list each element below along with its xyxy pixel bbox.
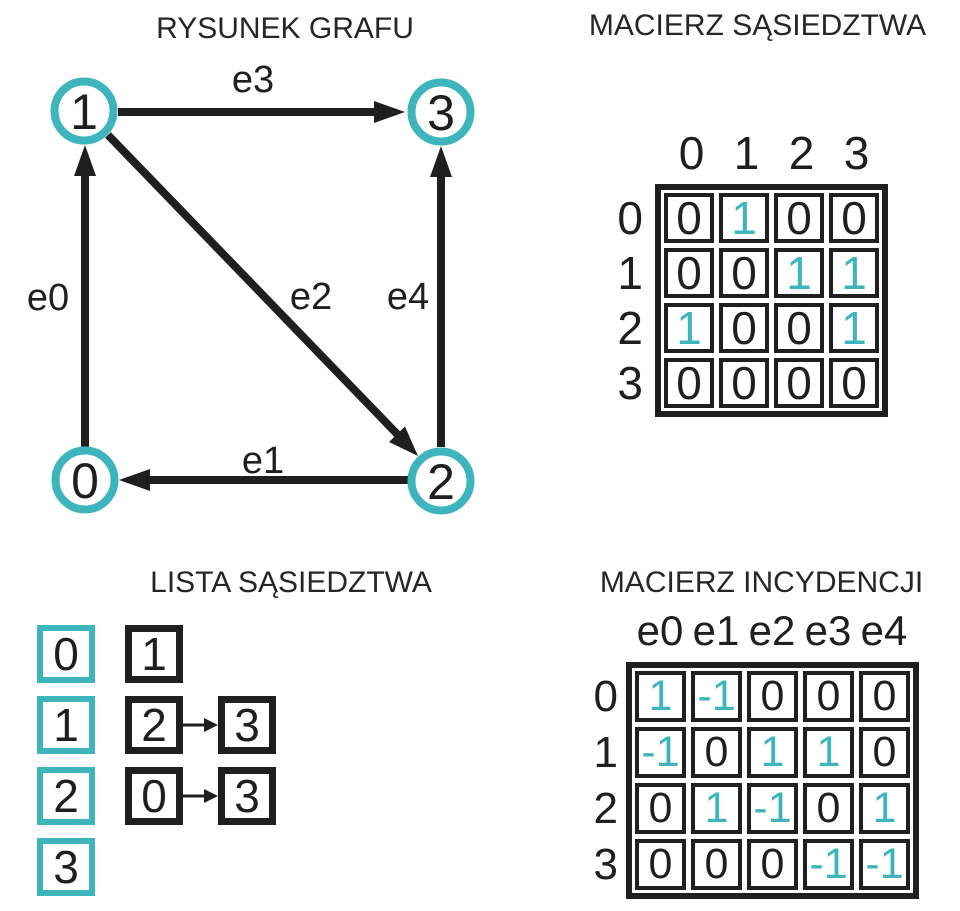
inc-cell-r3c2: 0	[747, 839, 798, 890]
adj-col-header-1: 1	[733, 127, 760, 179]
adjacency-matrix-row-headers: 0 1 2 3	[598, 193, 643, 413]
adj-cell-r2c1: 0	[719, 303, 769, 353]
adj-cell-r1c0: 0	[664, 248, 714, 298]
incidence-matrix-title: MACIERZ INCYDENCJI	[599, 566, 924, 599]
edge-e1-label: e1	[242, 440, 284, 482]
adj-cell-r0c0: 0	[664, 193, 714, 243]
inc-col-header-e4: e4	[860, 607, 908, 654]
graph-node-3-circle	[407, 78, 475, 146]
adj-row-header-3: 3	[617, 357, 643, 409]
inc-row-header-1: 1	[593, 727, 618, 777]
inc-cell-r2c4: 1	[859, 783, 910, 834]
inc-cell-r3c1: 0	[691, 839, 742, 890]
inc-cell-r0c1: -1	[691, 671, 742, 722]
list-node-box-3: 3	[37, 838, 95, 896]
edge-e4-arrowhead-icon	[430, 146, 452, 177]
inc-row-header-3: 3	[593, 839, 618, 889]
inc-cell-r1c1: 0	[691, 727, 742, 778]
adjacency-matrix-title: MACIERZ SĄSIEDZTWA	[588, 9, 927, 42]
adjacency-list-row-2: 2 0 3	[37, 767, 276, 825]
adj-col-header-3: 3	[843, 127, 870, 179]
adjacency-list-row-3: 3	[37, 838, 95, 896]
list-neighbor-box: 3	[218, 767, 276, 825]
adj-cell-r1c3: 1	[829, 248, 879, 298]
inc-col-header-e1: e1	[692, 607, 740, 654]
edge-e1-arrowhead-icon	[119, 469, 150, 491]
edge-e2-line	[105, 132, 402, 439]
adjacency-list-row-1: 1 2 3	[37, 696, 276, 754]
adj-col-header-0: 0	[678, 127, 705, 179]
inc-cell-r2c1: 1	[691, 783, 742, 834]
inc-cell-r3c0: 0	[635, 839, 686, 890]
adj-row-header-1: 1	[617, 247, 643, 299]
adjacency-matrix-grid: 0 1 0 0 0 0 1 1 1 0 0 1 0 0 0 0	[655, 184, 888, 417]
list-node-box-2: 2	[37, 767, 95, 825]
adj-cell-r0c3: 0	[829, 193, 879, 243]
graph-node-3-label: 3	[427, 85, 455, 141]
inc-cell-r2c3: 0	[803, 783, 854, 834]
adjacency-list-row-0: 0 1	[37, 625, 183, 683]
edge-e3-label: e3	[232, 59, 274, 101]
adj-cell-r2c2: 0	[774, 303, 824, 353]
graph-drawing: 1 3 0 2 e0 e1 e2 e3 e4	[27, 59, 475, 515]
inc-cell-r1c0: -1	[635, 727, 686, 778]
list-neighbor-box: 3	[218, 696, 276, 754]
graph-node-0-circle	[51, 446, 119, 514]
edge-e0-label: e0	[27, 277, 69, 319]
edge-e0-arrowhead-icon	[74, 145, 96, 176]
adj-cell-r3c2: 0	[774, 358, 824, 408]
edge-e4-label: e4	[387, 276, 429, 318]
arrow-right-icon	[183, 789, 218, 803]
edge-e3-arrowhead-icon	[374, 101, 405, 123]
list-neighbor-box: 1	[125, 625, 183, 683]
graph-node-2-circle	[407, 447, 475, 515]
graph-node-0-label: 0	[71, 453, 99, 509]
list-neighbor-box: 0	[125, 767, 183, 825]
adj-row-header-0: 0	[617, 192, 643, 244]
adj-cell-r1c1: 0	[719, 248, 769, 298]
adj-cell-r1c2: 1	[774, 248, 824, 298]
inc-cell-r0c0: 1	[635, 671, 686, 722]
incidence-matrix-col-headers: e0 e1 e2 e3 e4	[632, 610, 912, 652]
adj-cell-r3c0: 0	[664, 358, 714, 408]
adj-cell-r3c3: 0	[829, 358, 879, 408]
inc-cell-r3c3: -1	[803, 839, 854, 890]
incidence-matrix-grid: 1 -1 0 0 0 -1 0 1 1 0 0 1 -1 0 1 0 0 0 -…	[626, 662, 919, 899]
graph-node-2-label: 2	[427, 454, 455, 510]
adj-cell-r3c1: 0	[719, 358, 769, 408]
adj-cell-r0c2: 0	[774, 193, 824, 243]
adj-col-header-2: 2	[788, 127, 815, 179]
inc-row-header-2: 2	[593, 783, 618, 833]
adj-cell-r2c0: 1	[664, 303, 714, 353]
adjacency-matrix-col-headers: 0 1 2 3	[664, 130, 884, 176]
arrow-right-icon	[183, 718, 218, 732]
adj-cell-r0c1: 1	[719, 193, 769, 243]
adjacency-list-title: LISTA SĄSIEDZTWA	[150, 566, 432, 599]
inc-row-header-0: 0	[593, 671, 618, 721]
adj-cell-r2c3: 1	[829, 303, 879, 353]
inc-cell-r0c3: 0	[803, 671, 854, 722]
inc-cell-r2c2: -1	[747, 783, 798, 834]
list-neighbor-box: 2	[125, 696, 183, 754]
edge-e2-label: e2	[290, 276, 332, 318]
inc-cell-r0c2: 0	[747, 671, 798, 722]
adj-row-header-2: 2	[617, 302, 643, 354]
list-node-box-1: 1	[37, 696, 95, 754]
inc-cell-r3c4: -1	[859, 839, 910, 890]
inc-cell-r2c0: 0	[635, 783, 686, 834]
incidence-matrix-row-headers: 0 1 2 3	[580, 671, 618, 895]
list-node-box-0: 0	[37, 625, 95, 683]
inc-col-header-e3: e3	[804, 607, 852, 654]
inc-cell-r0c4: 0	[859, 671, 910, 722]
graph-node-1-circle	[50, 77, 118, 145]
graph-title: RYSUNEK GRAFU	[156, 12, 414, 45]
inc-cell-r1c4: 0	[859, 727, 910, 778]
graph-node-1-label: 1	[70, 84, 98, 140]
inc-cell-r1c2: 1	[747, 727, 798, 778]
edge-e2-arrowhead-icon	[389, 426, 418, 456]
inc-col-header-e0: e0	[636, 607, 684, 654]
inc-col-header-e2: e2	[748, 607, 796, 654]
inc-cell-r1c3: 1	[803, 727, 854, 778]
